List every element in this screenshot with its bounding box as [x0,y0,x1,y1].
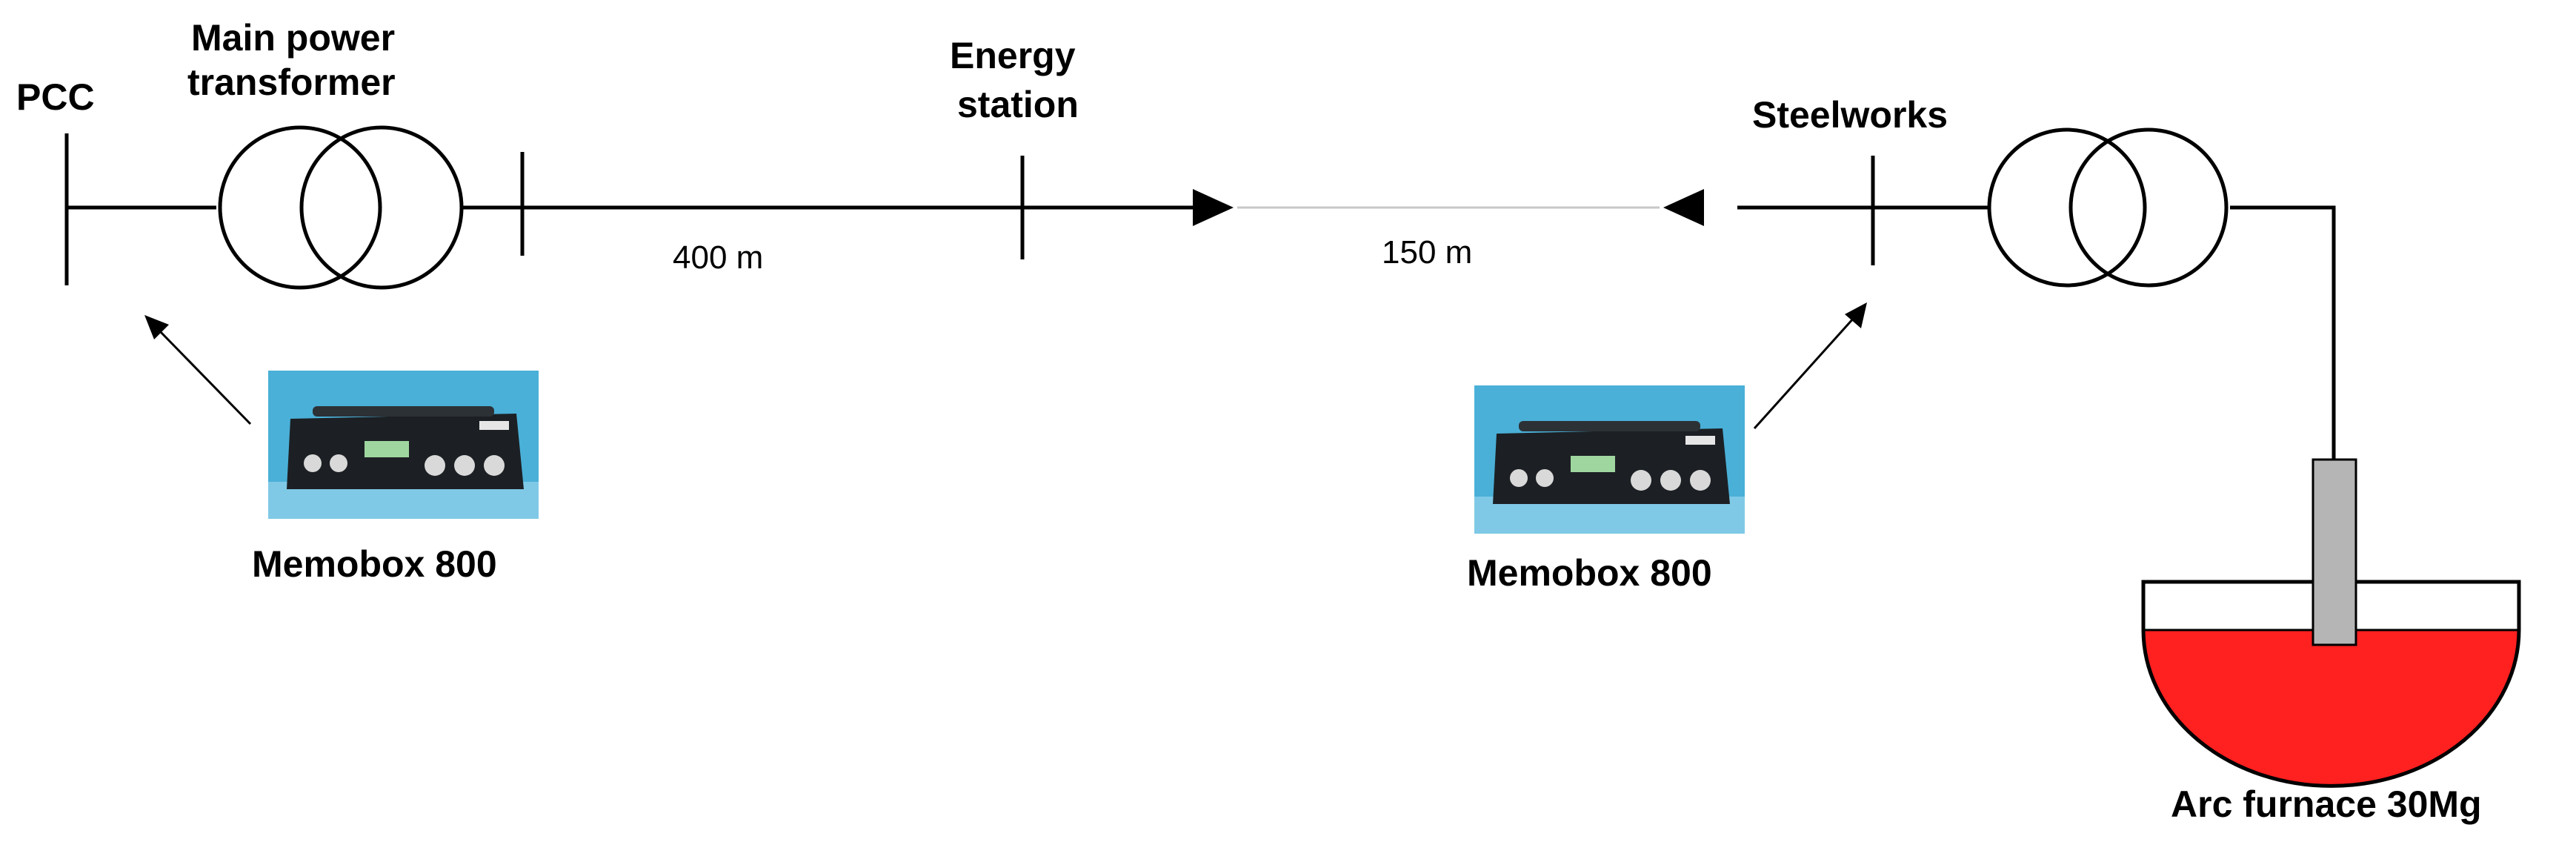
memobox-label-1: Memobox 800 [252,543,497,585]
device-connector-icon [484,455,505,476]
transformer-winding-primary [218,125,382,290]
main-power-transformer [218,125,464,290]
furnace-melt [2143,630,2519,786]
line-transformer-to-furnace [2230,205,2336,460]
device-connector-icon [1690,470,1711,491]
arc-furnace [2141,458,2521,788]
arc-furnace-label: Arc furnace 30Mg [2171,783,2482,825]
device-label-plate [1685,436,1715,445]
furnace-vessel [2141,580,2521,788]
device-label-plate [479,421,509,430]
device-display [365,441,409,457]
arrowhead-left [1663,189,1704,226]
pointer-arrowhead-pcc [144,315,169,339]
power-lines [64,133,2336,460]
device-connector-icon [330,454,347,472]
device-handle [1519,421,1700,431]
transformer-winding-primary [1987,127,2147,288]
pointer-to-steelworks [1753,316,1856,430]
memobox-device-1 [268,371,539,519]
device-handle [313,406,494,417]
main-transformer-label-line1: Main power [191,17,395,59]
pointer-arrowhead-steelworks [1845,302,1867,328]
distance-label-400m: 400 m [673,239,763,276]
device-connector-icon [1660,470,1681,491]
device-connector-icon [1510,469,1528,487]
device-display [1571,456,1615,472]
main-transformer-label-line2: transformer [187,62,396,103]
meter-pointers [158,316,1856,430]
device-connector-icon [1631,470,1651,491]
distance-label-150m: 150 m [1382,234,1472,271]
steelworks-label: Steelworks [1752,94,1948,136]
pointer-to-pcc [158,329,252,425]
memobox-device-2 [1474,385,1745,534]
transformer-winding-secondary [2069,127,2229,288]
device-connector-icon [454,455,475,476]
steelworks-transformer [1987,127,2229,288]
memobox-label-2: Memobox 800 [1467,552,1712,594]
energy-station-label-line1: Energy [950,35,1076,76]
device-connector-icon [425,455,445,476]
furnace-electrode [2312,458,2357,646]
arrowhead-right [1193,189,1234,226]
pcc-label: PCC [16,76,95,118]
transformer-winding-secondary [299,125,464,290]
device-connector-icon [304,454,322,472]
device-connector-icon [1536,469,1554,487]
energy-station-label-line2: station [957,84,1079,125]
